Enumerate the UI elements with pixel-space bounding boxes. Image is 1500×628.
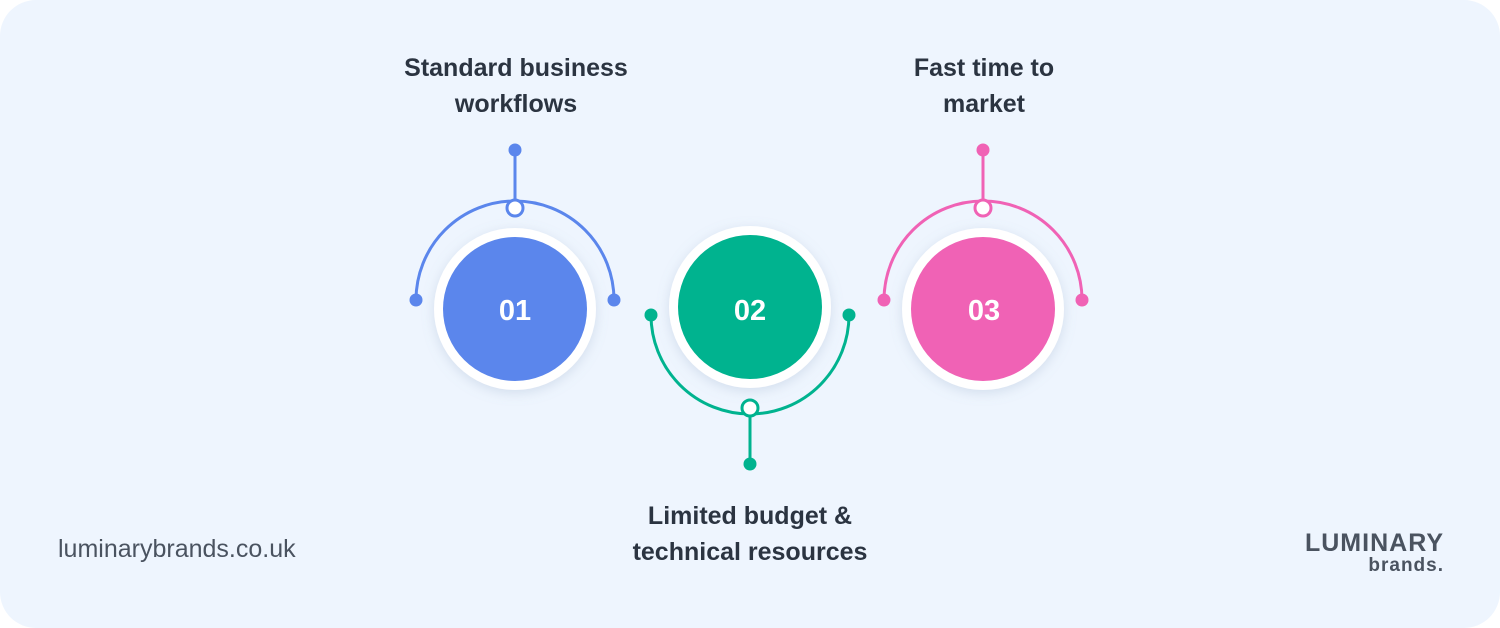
step-2-connector-end-dot: [743, 457, 757, 471]
step-2-arc-left-dot: [644, 308, 658, 322]
step-1-arc-right-dot: [607, 293, 621, 307]
logo-wordmark: LUMINARY: [1304, 529, 1444, 557]
step-3-arc-right-dot: [1075, 293, 1089, 307]
step-1-arc-left-dot: [409, 293, 423, 307]
step-1-label: Standard business workflows: [404, 54, 628, 118]
step-3-junction-ring: [973, 198, 993, 218]
step-1-badge: [443, 237, 587, 381]
step-1-graphic: [409, 143, 621, 390]
brand-logo: LUMINARY brands.: [1268, 530, 1444, 576]
step-2-number: 02: [733, 295, 767, 327]
step-1-connector-end-dot: [508, 143, 522, 157]
step-1-number: 01: [498, 295, 532, 327]
step-2-label: Limited budget & technical resources: [632, 502, 868, 566]
logo-subtext: brands.: [1368, 555, 1444, 576]
step-2-junction-ring: [740, 398, 760, 418]
step-3-graphic: [877, 143, 1089, 390]
step-3-number: 03: [967, 295, 1001, 327]
website-url: luminarybrands.co.uk: [58, 535, 296, 563]
step-1-junction-ring: [505, 198, 525, 218]
step-3-badge: [911, 237, 1055, 381]
step-2-arc-right-dot: [842, 308, 856, 322]
step-2-graphic: [644, 226, 856, 471]
step-3-connector-end-dot: [976, 143, 990, 157]
step-3-label: Fast time to market: [913, 54, 1055, 118]
step-2-badge: [678, 235, 822, 379]
step-3-arc-left-dot: [877, 293, 891, 307]
